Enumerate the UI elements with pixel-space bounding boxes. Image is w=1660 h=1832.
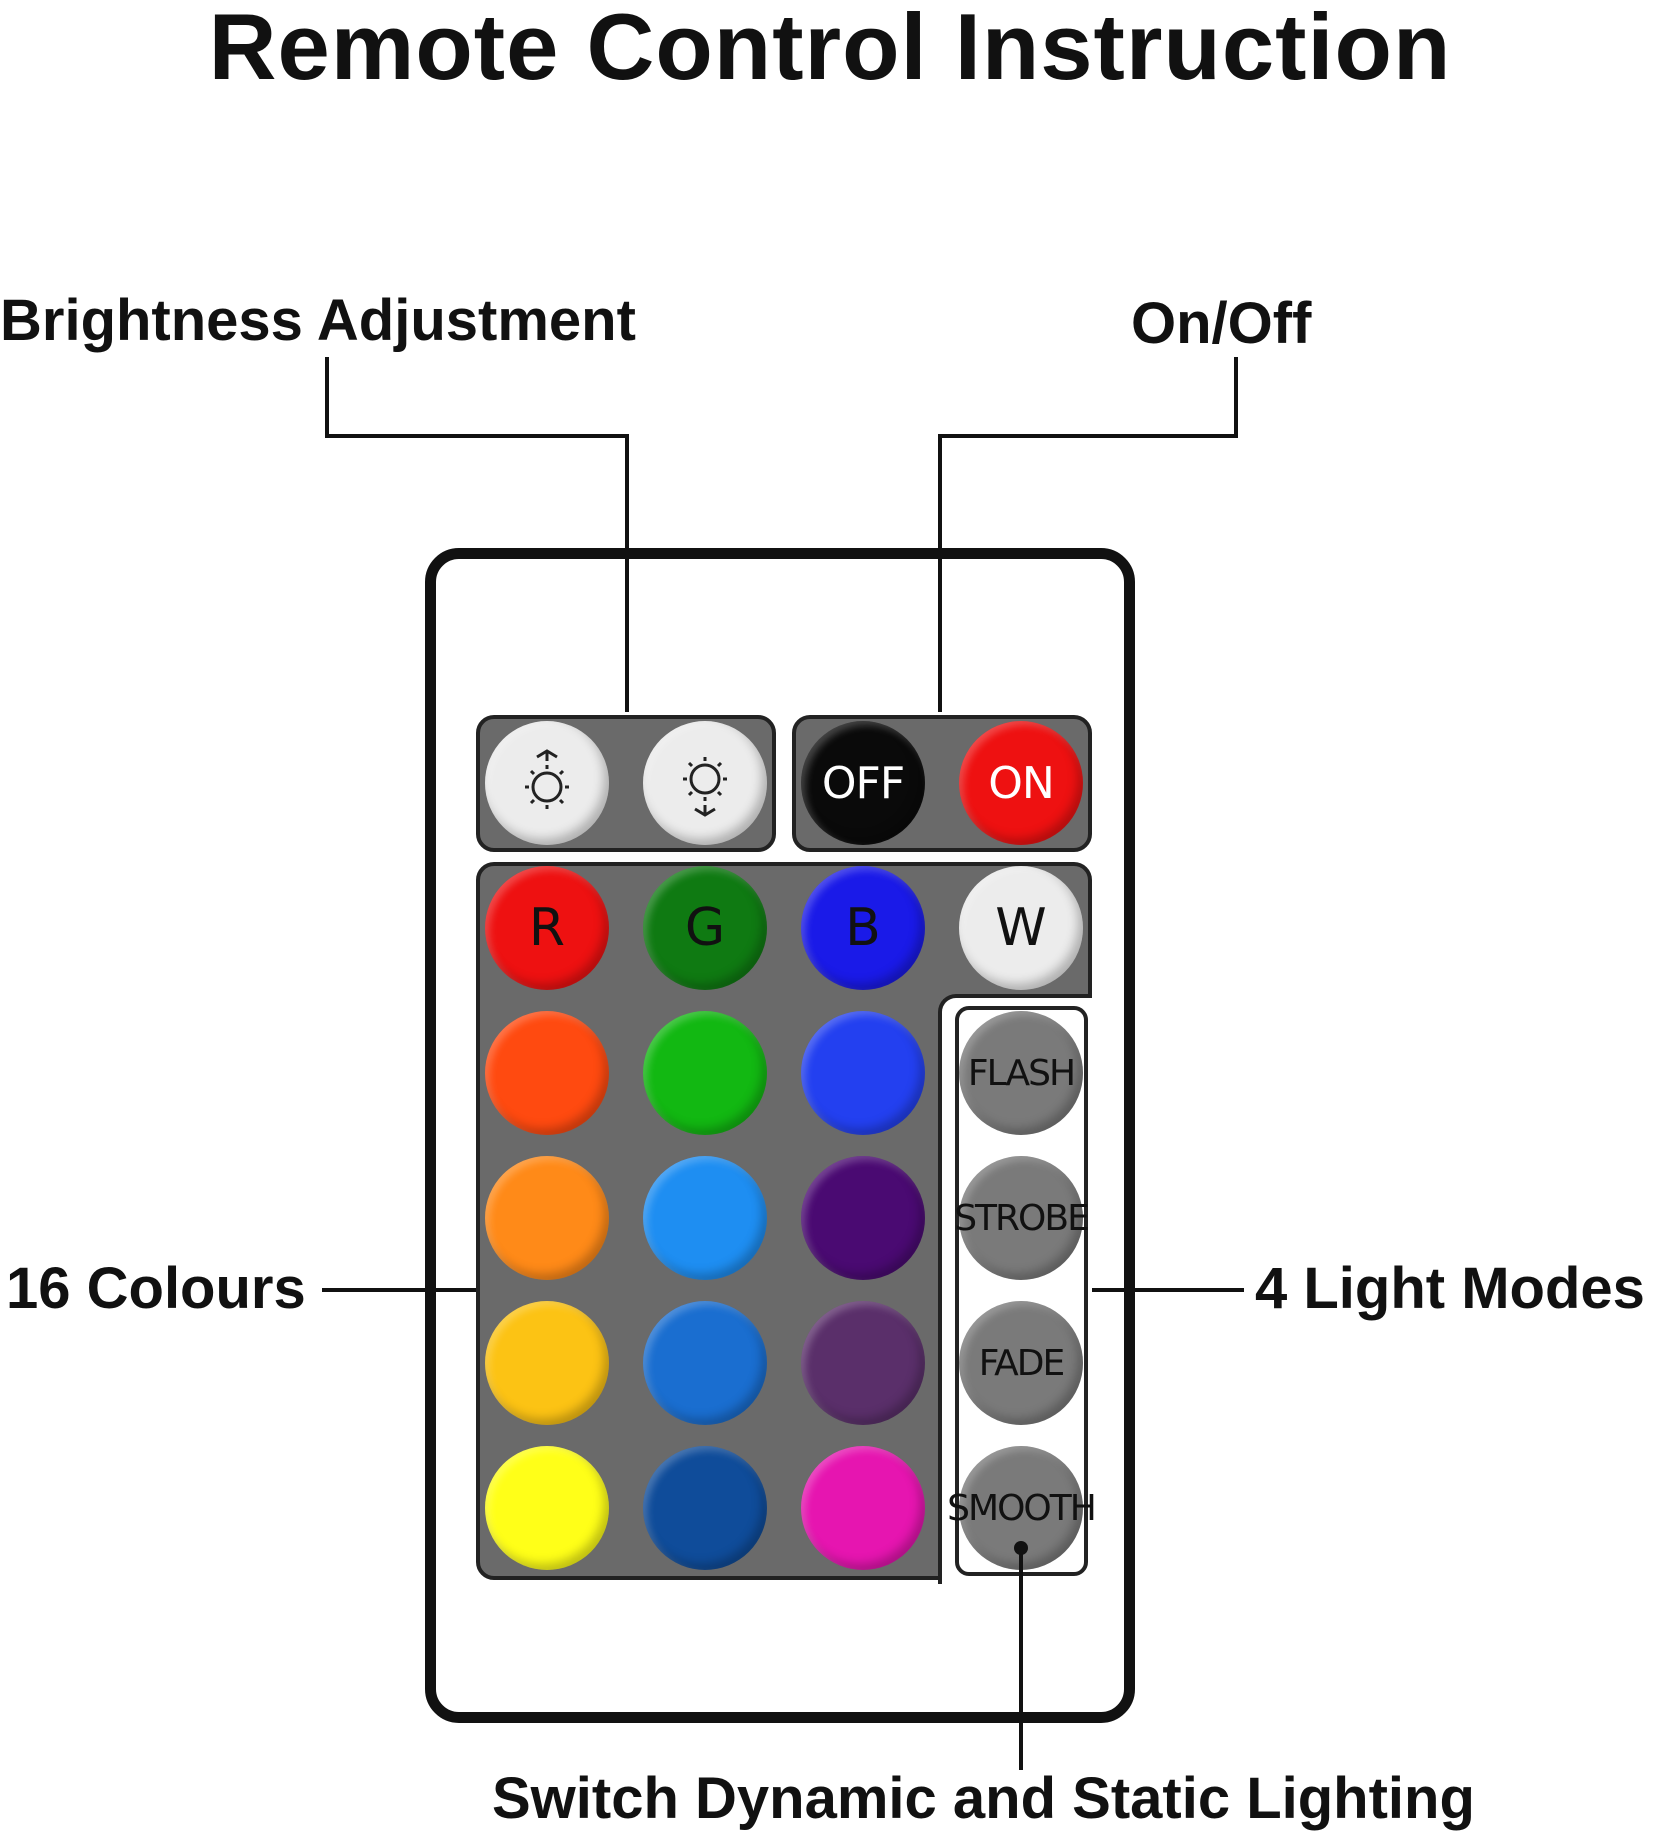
smooth-marker-dot (1014, 1541, 1028, 1555)
brightness-leader-line (327, 357, 627, 712)
onoff-leader-line (940, 357, 1236, 712)
